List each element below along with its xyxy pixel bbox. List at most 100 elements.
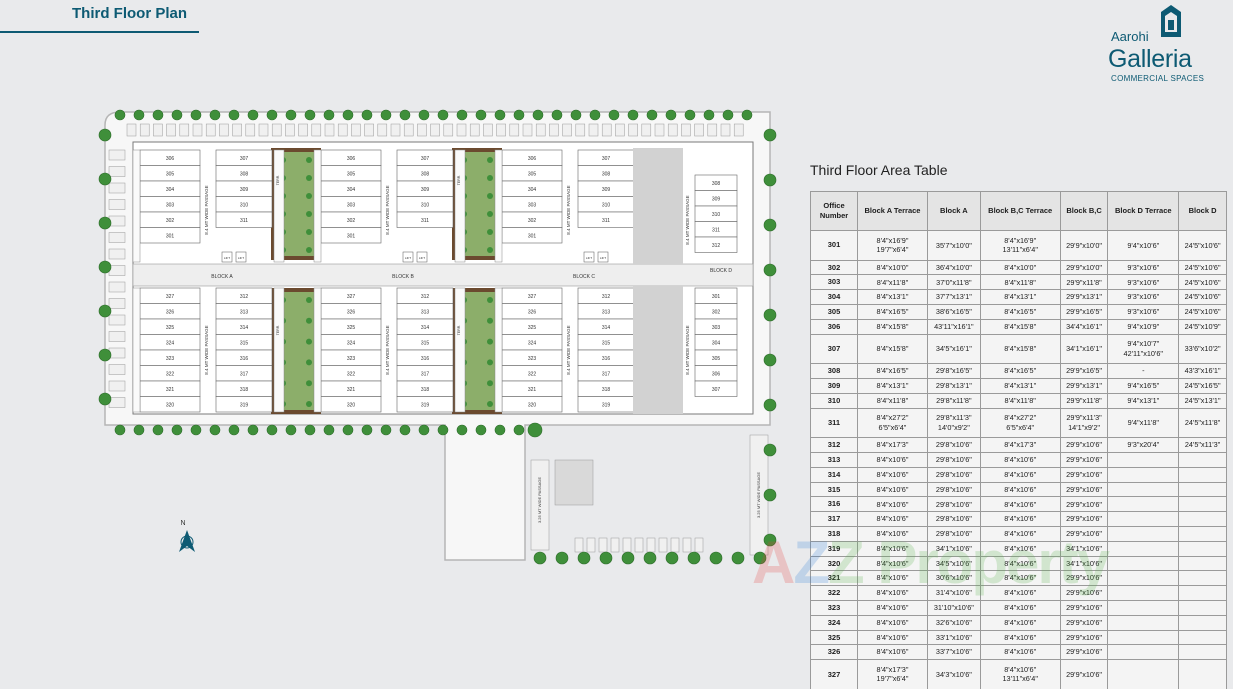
tree-icon (209, 424, 221, 436)
area-cell (1178, 555, 1227, 572)
office-number-cell: 323 (810, 599, 858, 616)
area-cell: 8'4"x10'6" (979, 629, 1061, 646)
area-cell: 29'9"x13'1" (1059, 377, 1109, 394)
office-number-cell: 327 (810, 659, 858, 689)
unit-number: 302 (166, 218, 175, 224)
unit-number: 301 (528, 233, 537, 239)
tree-icon (731, 551, 745, 565)
area-cell: 32'6"x10'6" (926, 614, 981, 631)
column-header: Block A (926, 191, 981, 231)
garden-tree-icon (487, 338, 493, 345)
tree-icon (380, 109, 392, 121)
parking-bay (205, 123, 216, 137)
unit-number: 314 (421, 325, 430, 331)
area-cell: 8'4"x11'8" (857, 392, 928, 409)
lift-label: LIFT (238, 256, 244, 260)
unit-number: 304 (166, 187, 175, 193)
area-cell: 8'4"x16'5" (979, 363, 1061, 379)
area-cell: 29'9"x16'5" (1059, 363, 1109, 379)
parking-bay (108, 298, 126, 309)
garden-tree-icon (487, 247, 493, 253)
unit-number: 313 (240, 309, 249, 315)
unit-number: 305 (347, 171, 356, 177)
area-cell (1107, 585, 1180, 601)
tree-icon (152, 109, 164, 121)
unit-number: 301 (347, 233, 356, 239)
area-cell (1107, 451, 1180, 468)
tree-icon (114, 424, 126, 436)
tree-icon (266, 109, 278, 121)
tree-icon (98, 392, 112, 406)
unit-number: 301 (166, 233, 175, 239)
parking-bay (430, 123, 440, 137)
unit-number: 302 (528, 218, 537, 224)
unit-number: 316 (240, 356, 249, 362)
parking-bay (271, 123, 282, 137)
page-title: Third Floor Plan (72, 5, 187, 22)
garden-tree-icon (487, 380, 493, 387)
area-table-title: Third Floor Area Table (810, 162, 948, 178)
tree-icon (687, 551, 701, 565)
parking-bay (390, 123, 401, 137)
area-cell: 8'4"x10'6" (857, 644, 928, 661)
lift-label: LIFT (419, 256, 425, 260)
tree-icon (437, 109, 449, 121)
area-cell: 29'9"x10'6" (1059, 481, 1109, 498)
garden-tree-icon (306, 229, 312, 235)
tree-icon (342, 109, 354, 121)
area-cell: 9'4"x10'6" (1107, 230, 1180, 261)
unit-number: 312 (712, 243, 721, 249)
area-cell (1178, 644, 1227, 661)
tree-icon (399, 109, 411, 121)
building-logo-icon (1161, 5, 1181, 37)
area-cell: 8'4"x10'6" (857, 629, 928, 646)
unit-number: 313 (421, 309, 430, 315)
tree-icon (342, 424, 354, 436)
lift-label: LIFT (600, 256, 606, 260)
unit-number: 304 (528, 187, 537, 193)
tree-icon (577, 551, 591, 565)
parking-bay (108, 281, 126, 293)
tree-icon (361, 424, 373, 436)
parking-bay (108, 331, 126, 342)
floor-plan-drawing: 3063053043033023013073083093103113273263… (98, 109, 777, 565)
office-number-cell: 311 (810, 407, 858, 439)
area-cell: 29'8"x11'8" (926, 392, 981, 409)
area-cell: 8'4"x10'6" (857, 599, 928, 616)
area-cell: 29'9"x10'0" (1059, 259, 1109, 276)
area-cell: 33'7"x10'6" (926, 644, 981, 661)
area-cell: 29'8"x10'6" (926, 466, 981, 483)
tree-icon (475, 109, 487, 121)
passage-label: 8.4 MT WIDE PASSAGE (204, 325, 209, 374)
office-number-cell: 309 (810, 377, 858, 394)
unit-number: 304 (712, 340, 721, 346)
tree-icon (98, 304, 112, 318)
area-cell: 29'8"x16'5" (926, 363, 981, 379)
unit-number: 308 (712, 181, 721, 187)
tree-icon (361, 109, 373, 121)
garden-tree-icon (306, 175, 312, 181)
area-cell: 29'9"x10'0" (1059, 230, 1109, 261)
unit-number: 315 (421, 340, 430, 346)
parking-bay (179, 123, 190, 137)
tree-icon (171, 424, 183, 436)
parking-bay (586, 537, 596, 553)
unit-number: 327 (347, 294, 356, 300)
area-cell: 8'4"x15'8" (979, 333, 1061, 365)
area-cell: 29'8"x10'6" (926, 511, 981, 527)
unit-number: 317 (240, 371, 249, 377)
unit-number: 314 (602, 325, 611, 331)
tree-icon (304, 109, 316, 121)
parking-bay (108, 166, 126, 177)
area-cell: 33'1"x10'6" (926, 629, 981, 646)
unit-number: 304 (347, 187, 356, 193)
area-cell (1178, 599, 1227, 616)
garden-tree-icon (306, 297, 312, 303)
unit-number: 326 (166, 309, 175, 315)
unit-number: 318 (421, 387, 430, 393)
